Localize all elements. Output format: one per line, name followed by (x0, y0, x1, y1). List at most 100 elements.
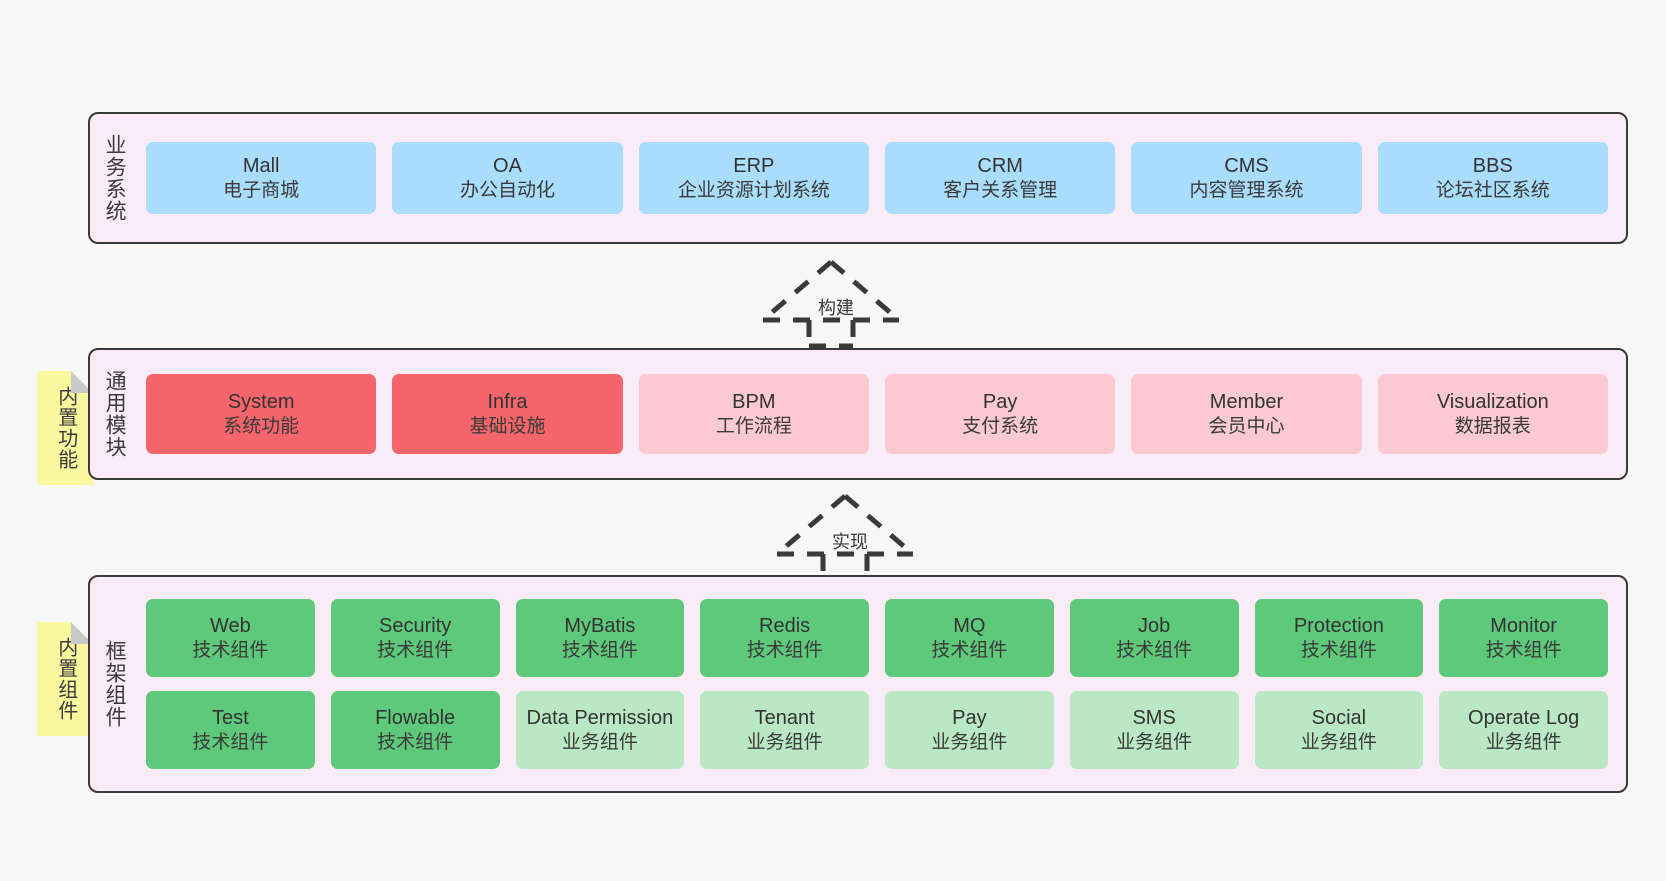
node-tenant[interactable]: Tenant 业务组件 (700, 691, 869, 769)
node-title: Mall (242, 154, 280, 177)
node-operate-log[interactable]: Operate Log 业务组件 (1439, 691, 1608, 769)
node-title: Visualization (1436, 390, 1549, 413)
node-subtitle: 系统功能 (223, 415, 300, 437)
node-title: MyBatis (564, 614, 636, 637)
note-builtin-function: 内置功能 (37, 371, 93, 485)
lane-common-modules: 通用模块 System 系统功能 Infra 基础设施 BPM 工作流程 Pay… (88, 348, 1628, 480)
node-title: Social (1311, 706, 1367, 729)
node-subtitle: 办公自动化 (459, 179, 555, 201)
node-security[interactable]: Security 技术组件 (330, 599, 500, 677)
lane-body-business-systems: Mall 电子商城 OA 办公自动化 ERP 企业资源计划系统 CRM 客户关系… (138, 114, 1626, 242)
node-subtitle: 技术组件 (192, 639, 269, 661)
node-title: BBS (1472, 154, 1513, 177)
node-system[interactable]: System 系统功能 (146, 374, 377, 454)
node-title: Job (1138, 614, 1171, 637)
node-sms[interactable]: SMS 业务组件 (1069, 691, 1239, 769)
node-title: Data Permission (526, 706, 674, 729)
arrow-implement-label: 实现 (832, 532, 868, 552)
node-mq[interactable]: MQ 技术组件 (885, 599, 1054, 677)
node-bpm[interactable]: BPM 工作流程 (638, 374, 869, 454)
node-subtitle: 技术组件 (1485, 639, 1562, 661)
node-mybatis[interactable]: MyBatis 技术组件 (515, 599, 685, 677)
node-subtitle: 技术组件 (377, 639, 454, 661)
lane-title-common-modules: 通用模块 (103, 370, 127, 458)
node-subtitle: 内容管理系统 (1189, 179, 1304, 201)
node-social[interactable]: Social 业务组件 (1254, 691, 1424, 769)
node-subtitle: 技术组件 (192, 731, 269, 753)
node-member[interactable]: Member 会员中心 (1131, 374, 1362, 454)
node-subtitle: 业务组件 (561, 731, 638, 753)
node-cms[interactable]: CMS 内容管理系统 (1131, 142, 1362, 214)
node-web[interactable]: Web 技术组件 (146, 599, 315, 677)
node-title: MQ (953, 614, 986, 637)
node-title: CMS (1224, 154, 1269, 177)
node-title: CRM (977, 154, 1023, 177)
note-builtin-component: 内置组件 (37, 622, 93, 736)
node-title: Pay (982, 390, 1018, 413)
node-title: SMS (1132, 706, 1176, 729)
node-subtitle: 论坛社区系统 (1435, 179, 1550, 201)
node-crm[interactable]: CRM 客户关系管理 (884, 142, 1116, 214)
arrow-build: 构建 (756, 258, 906, 349)
node-subtitle: 技术组件 (1300, 639, 1377, 661)
node-subtitle: 企业资源计划系统 (677, 179, 830, 201)
node-subtitle: 业务组件 (1485, 731, 1562, 753)
node-pay-module[interactable]: Pay 支付系统 (884, 374, 1116, 454)
node-subtitle: 技术组件 (561, 639, 638, 661)
node-mall[interactable]: Mall 电子商城 (146, 142, 377, 214)
node-title: Operate Log (1468, 706, 1580, 729)
lane-business-systems: 业务系统 Mall 电子商城 OA 办公自动化 ERP 企业资源计划系统 CRM… (88, 112, 1628, 244)
node-subtitle: 技术组件 (377, 731, 454, 753)
lane-row: Mall 电子商城 OA 办公自动化 ERP 企业资源计划系统 CRM 客户关系… (146, 142, 1608, 214)
node-subtitle: 技术组件 (746, 639, 823, 661)
node-protection[interactable]: Protection 技术组件 (1254, 599, 1424, 677)
lane-title-framework-components: 框架组件 (103, 640, 127, 728)
node-subtitle: 业务组件 (746, 731, 823, 753)
node-job[interactable]: Job 技术组件 (1069, 599, 1239, 677)
node-title: Security (379, 614, 452, 637)
node-flowable[interactable]: Flowable 技术组件 (330, 691, 500, 769)
arrow-implement: 实现 (770, 492, 920, 583)
node-title: Pay (952, 706, 987, 729)
node-monitor[interactable]: Monitor 技术组件 (1439, 599, 1608, 677)
node-pay-component[interactable]: Pay 业务组件 (885, 691, 1054, 769)
node-title: OA (493, 154, 522, 177)
node-subtitle: 电子商城 (223, 179, 300, 201)
node-subtitle: 业务组件 (931, 731, 1008, 753)
lane-framework-components: 框架组件 Web 技术组件 Security 技术组件 MyBatis 技术组件… (88, 575, 1628, 793)
lane-title-business-systems: 业务系统 (103, 134, 127, 222)
node-subtitle: 客户关系管理 (943, 179, 1058, 201)
node-oa[interactable]: OA 办公自动化 (392, 142, 623, 214)
node-title: Redis (759, 614, 811, 637)
node-title: Test (212, 706, 249, 729)
node-test[interactable]: Test 技术组件 (146, 691, 315, 769)
node-subtitle: 数据报表 (1454, 415, 1531, 437)
node-title: BPM (732, 390, 776, 413)
lane-row: Test 技术组件 Flowable 技术组件 Data Permission … (146, 691, 1608, 769)
node-infra[interactable]: Infra 基础设施 (392, 374, 623, 454)
node-title: Tenant (754, 706, 815, 729)
lane-body-framework-components: Web 技术组件 Security 技术组件 MyBatis 技术组件 Redi… (138, 577, 1626, 791)
note-label: 内置功能 (54, 386, 77, 470)
node-title: ERP (733, 154, 775, 177)
node-subtitle: 业务组件 (1116, 731, 1193, 753)
node-redis[interactable]: Redis 技术组件 (700, 599, 869, 677)
node-subtitle: 支付系统 (962, 415, 1039, 437)
node-data-permission[interactable]: Data Permission 业务组件 (515, 691, 685, 769)
node-subtitle: 基础设施 (469, 415, 546, 437)
node-title: Flowable (375, 706, 456, 729)
node-title: Web (209, 614, 251, 637)
arrow-build-label: 构建 (818, 298, 854, 318)
lane-row: System 系统功能 Infra 基础设施 BPM 工作流程 Pay 支付系统… (146, 374, 1608, 454)
lane-body-common-modules: System 系统功能 Infra 基础设施 BPM 工作流程 Pay 支付系统… (138, 350, 1626, 478)
node-title: Member (1209, 390, 1284, 413)
node-erp[interactable]: ERP 企业资源计划系统 (638, 142, 869, 214)
node-bbs[interactable]: BBS 论坛社区系统 (1377, 142, 1608, 214)
node-subtitle: 工作流程 (715, 415, 792, 437)
node-visualization[interactable]: Visualization 数据报表 (1377, 374, 1608, 454)
node-subtitle: 技术组件 (931, 639, 1008, 661)
node-subtitle: 业务组件 (1300, 731, 1377, 753)
node-title: Protection (1293, 614, 1384, 637)
node-title: Monitor (1490, 614, 1557, 637)
